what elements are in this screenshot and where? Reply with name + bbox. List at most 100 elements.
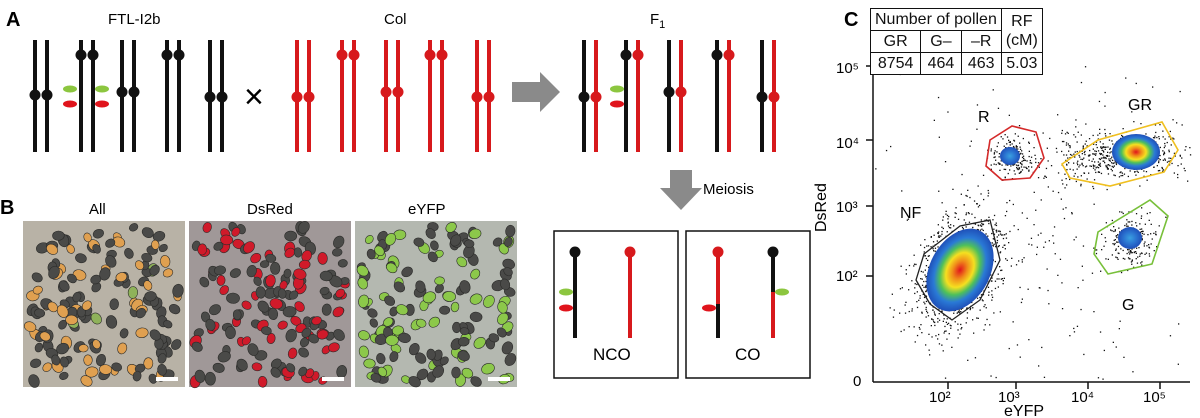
scatter-point bbox=[1082, 165, 1084, 167]
scatter-point bbox=[1114, 229, 1116, 231]
scatter-point bbox=[1176, 122, 1178, 124]
table-col-g: G– bbox=[920, 30, 962, 53]
scatter-point bbox=[1080, 158, 1082, 160]
scatter-point bbox=[998, 163, 1000, 165]
scatter-point bbox=[994, 156, 996, 158]
scatter-point bbox=[1122, 174, 1124, 177]
scatter-point bbox=[925, 290, 927, 293]
scatter-point bbox=[1031, 244, 1033, 246]
scatter-point bbox=[1155, 231, 1157, 233]
scatter-point bbox=[893, 309, 895, 311]
scatter-point bbox=[1128, 253, 1131, 255]
scatter-point bbox=[987, 192, 990, 194]
pollen-grain bbox=[251, 362, 263, 372]
scatter-point bbox=[1000, 269, 1002, 272]
pollen-grain bbox=[468, 228, 482, 239]
scatter-point bbox=[1016, 168, 1018, 170]
scatter-point bbox=[1120, 175, 1122, 177]
scatter-point bbox=[1161, 167, 1164, 170]
scatter-point bbox=[938, 343, 941, 345]
pollen-grain bbox=[81, 300, 92, 311]
scatter-point bbox=[1108, 164, 1110, 166]
scatter-point bbox=[1113, 174, 1115, 176]
pollen-grain bbox=[143, 280, 153, 291]
scatter-point bbox=[1038, 365, 1040, 367]
pollen-grain bbox=[56, 304, 69, 318]
scatter-point bbox=[1038, 166, 1040, 168]
scatter-point bbox=[1170, 144, 1172, 146]
pollen-grain bbox=[92, 228, 104, 239]
scatter-point bbox=[1112, 243, 1114, 245]
scatter-point bbox=[999, 233, 1002, 235]
scatter-point bbox=[1081, 163, 1083, 165]
scatter-point bbox=[1123, 356, 1125, 358]
pollen-grain bbox=[357, 277, 368, 290]
scatter-point bbox=[1006, 143, 1008, 145]
centromere bbox=[590, 91, 602, 103]
marker bbox=[63, 85, 77, 93]
scatter-point bbox=[1134, 171, 1136, 173]
scatter-point bbox=[1116, 235, 1118, 237]
scatter-point bbox=[921, 284, 924, 286]
scatter-point bbox=[1148, 219, 1150, 221]
scatter-point bbox=[1102, 154, 1104, 156]
pollen-grain bbox=[426, 348, 436, 361]
scatter-point bbox=[1013, 225, 1015, 227]
scatter-point bbox=[980, 219, 982, 221]
pollen-grain bbox=[66, 244, 75, 254]
scatter-point bbox=[1015, 164, 1018, 166]
scatter-point bbox=[1090, 165, 1093, 167]
scatter-point bbox=[1184, 170, 1186, 172]
scatter-point bbox=[1002, 138, 1004, 140]
pollen-grain bbox=[283, 268, 292, 279]
scatter-point bbox=[1001, 164, 1003, 166]
scatter-point bbox=[908, 310, 910, 313]
scatter-point bbox=[948, 215, 950, 218]
scatter-point bbox=[941, 230, 943, 233]
scatter-point bbox=[1107, 151, 1109, 153]
scatter-point bbox=[1073, 331, 1076, 333]
scatter-point bbox=[1033, 134, 1036, 136]
scatter-point bbox=[1179, 155, 1181, 157]
scatter-point bbox=[1092, 153, 1094, 155]
scatter-point bbox=[988, 294, 990, 296]
scatter-point bbox=[1013, 170, 1015, 172]
scatter-point bbox=[1065, 159, 1067, 162]
scatter-point bbox=[1036, 253, 1038, 256]
pollen-grain bbox=[333, 235, 345, 249]
pollen-grain bbox=[141, 252, 153, 263]
scatter-point bbox=[1028, 166, 1030, 168]
centromere bbox=[632, 49, 644, 61]
scatter-point bbox=[1148, 255, 1151, 257]
scatter-point bbox=[926, 245, 928, 247]
scatter-point bbox=[987, 189, 989, 192]
scatter-point bbox=[1135, 213, 1138, 215]
scatter-point bbox=[993, 228, 995, 230]
pollen-grain bbox=[197, 243, 208, 256]
scatter-point bbox=[949, 324, 951, 326]
scatter-point bbox=[1039, 287, 1041, 289]
scatter-point bbox=[927, 266, 930, 268]
scatter-point bbox=[1115, 161, 1117, 163]
scatter-point bbox=[1103, 156, 1105, 158]
scatter-point bbox=[993, 312, 995, 314]
scatter-point bbox=[1162, 169, 1165, 171]
pollen-grain bbox=[505, 224, 516, 238]
scatter-point bbox=[1145, 252, 1148, 254]
pollen-grain bbox=[34, 342, 44, 353]
pollen-grain bbox=[42, 362, 52, 372]
centromere bbox=[116, 86, 128, 98]
scatter-point bbox=[1019, 142, 1021, 144]
pollen-grain bbox=[75, 253, 87, 264]
centromere bbox=[336, 49, 348, 61]
scatter-point bbox=[960, 323, 962, 326]
scatter-point bbox=[1113, 230, 1115, 233]
scatter-point bbox=[1141, 232, 1143, 235]
scatter-point bbox=[1099, 141, 1101, 143]
pollen-grain bbox=[132, 370, 142, 382]
pollen-grain bbox=[135, 307, 147, 319]
scatter-point bbox=[973, 200, 976, 202]
scatter-point bbox=[1147, 234, 1149, 236]
scatter-point bbox=[1081, 153, 1083, 155]
pollen-grain bbox=[143, 357, 154, 370]
